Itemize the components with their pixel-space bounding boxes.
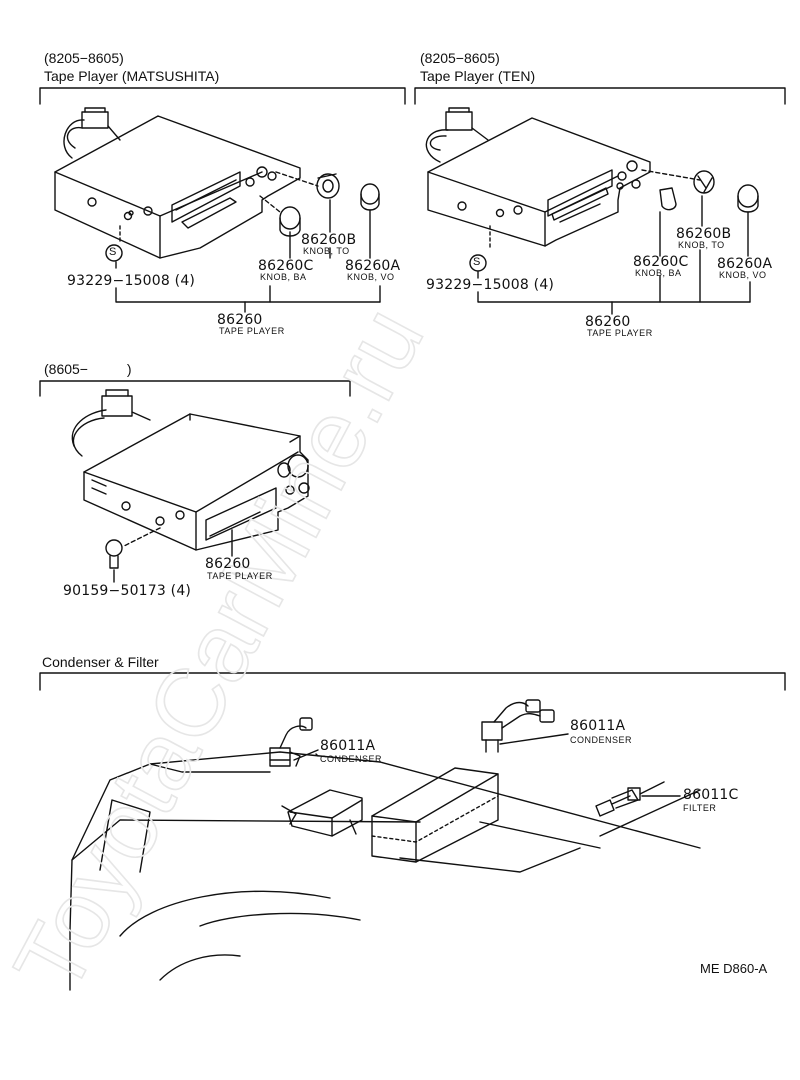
condenser-number-b: 86011A: [570, 718, 626, 734]
screw-symbol-a: S: [109, 246, 117, 258]
condenser-name-b: CONDENSER: [570, 735, 633, 745]
part-number-86260b-b: 86260B: [676, 226, 732, 242]
screw-number-c: 90159−50173 (4): [63, 583, 192, 599]
part-name-knob-ba-a: KNOB, BA: [260, 272, 307, 282]
section-bracket-ten: [414, 87, 786, 105]
screw-symbol-b: S: [473, 256, 481, 268]
section-ten-title: Tape Player (TEN): [420, 68, 536, 84]
condenser-filter-illustration: [69, 699, 701, 991]
condenser-number-a: 86011A: [320, 738, 376, 754]
tape-player-name-b: TAPE PLAYER: [587, 328, 653, 338]
section-bracket-condenser: [39, 672, 786, 691]
tape-player-number-c: 86260: [205, 556, 251, 572]
part-number-86260a-a: 86260A: [345, 258, 401, 274]
filter-name: FILTER: [683, 803, 717, 813]
tape-player-number-b: 86260: [585, 314, 631, 330]
part-name-knob-to-a: KNOB, TO: [303, 246, 350, 256]
part-name-knob-to-b: KNOB, TO: [678, 240, 725, 250]
part-name-knob-ba-b: KNOB, BA: [635, 268, 682, 278]
tape-player-ten-illustration: [425, 107, 759, 315]
screw-number-b: 93229−15008 (4): [426, 277, 555, 293]
screw-number-a: 93229−15008 (4): [67, 273, 196, 289]
tape-player-late-illustration: [71, 389, 310, 583]
drawing-code: ME D860-A: [700, 961, 768, 976]
part-number-86260a-b: 86260A: [717, 256, 773, 272]
section-ten-range: (8205−8605): [420, 50, 500, 66]
section-matsushita-title: Tape Player (MATSUSHITA): [44, 68, 220, 84]
section-bracket-late: [39, 380, 351, 397]
tape-player-name-c: TAPE PLAYER: [207, 571, 273, 581]
part-number-86260c-b: 86260C: [633, 254, 689, 270]
section-late-range: (8605− ): [44, 361, 132, 377]
section-matsushita-range: (8205−8605): [44, 50, 124, 66]
filter-number: 86011C: [683, 787, 739, 803]
section-condenser-title: Condenser & Filter: [42, 654, 159, 670]
part-number-86260c-a: 86260C: [258, 258, 314, 274]
part-number-86260b-a: 86260B: [301, 232, 357, 248]
part-name-knob-vo-b: KNOB, VO: [719, 270, 767, 280]
part-name-knob-vo-a: KNOB, VO: [347, 272, 395, 282]
condenser-name-a: CONDENSER: [320, 754, 383, 764]
tape-player-matsushita-illustration: [54, 107, 381, 313]
tape-player-number-a: 86260: [217, 312, 263, 328]
section-bracket-matsushita: [39, 87, 406, 105]
tape-player-name-a: TAPE PLAYER: [219, 326, 285, 336]
